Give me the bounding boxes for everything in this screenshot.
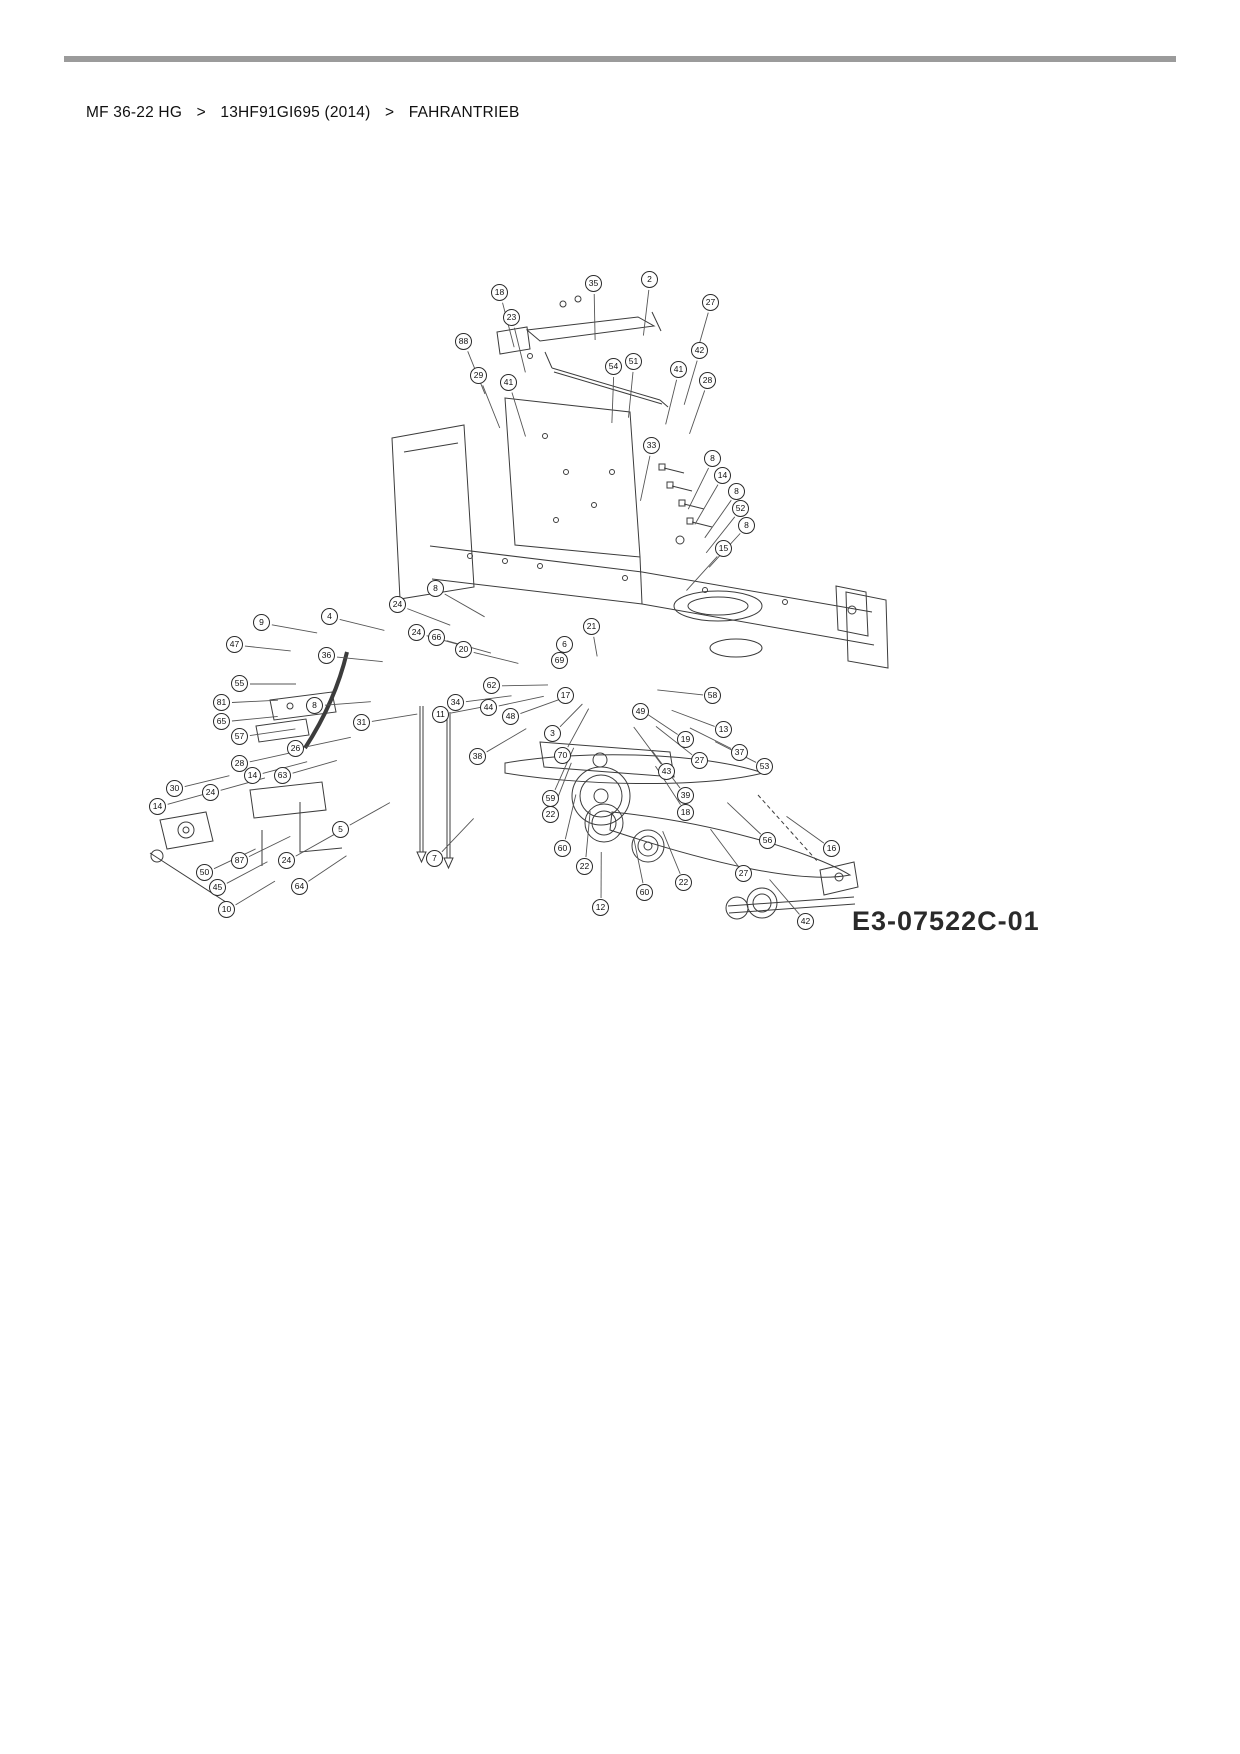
callout-22: 22 <box>675 874 692 891</box>
callout-53: 53 <box>756 758 773 775</box>
callout-66: 66 <box>428 629 445 646</box>
callout-39: 39 <box>677 787 694 804</box>
callout-11: 11 <box>432 706 449 723</box>
callout-69: 69 <box>551 652 568 669</box>
callout-43: 43 <box>658 763 675 780</box>
callout-37: 37 <box>731 744 748 761</box>
callout-8: 8 <box>738 517 755 534</box>
callout-41: 41 <box>500 374 517 391</box>
breadcrumb-separator: > <box>196 104 206 121</box>
callout-24: 24 <box>408 624 425 641</box>
callout-8: 8 <box>704 450 721 467</box>
callout-57: 57 <box>231 728 248 745</box>
callout-42: 42 <box>797 913 814 930</box>
callout-14: 14 <box>714 467 731 484</box>
callout-19: 19 <box>677 731 694 748</box>
callout-81: 81 <box>213 694 230 711</box>
callout-65: 65 <box>213 713 230 730</box>
callout-45: 45 <box>209 879 226 896</box>
callout-41: 41 <box>670 361 687 378</box>
callout-16: 16 <box>823 840 840 857</box>
diagram-code-label: E3-07522C-01 <box>852 906 1040 936</box>
callout-14: 14 <box>244 767 261 784</box>
callout-47: 47 <box>226 636 243 653</box>
callout-52: 52 <box>732 500 749 517</box>
callout-36: 36 <box>318 647 335 664</box>
callout-50: 50 <box>196 864 213 881</box>
callout-6: 6 <box>556 636 573 653</box>
callout-70: 70 <box>554 747 571 764</box>
callout-27: 27 <box>735 865 752 882</box>
callout-5: 5 <box>332 821 349 838</box>
breadcrumb: MF 36-22 HG > 13HF91GI695 (2014) > FAHRA… <box>86 104 519 122</box>
callout-7: 7 <box>426 850 443 867</box>
callout-28: 28 <box>231 755 248 772</box>
callout-44: 44 <box>480 699 497 716</box>
callout-26: 26 <box>287 740 304 757</box>
callout-27: 27 <box>691 752 708 769</box>
breadcrumb-section[interactable]: FAHRANTRIEB <box>408 104 520 121</box>
callout-62: 62 <box>483 677 500 694</box>
top-divider <box>64 56 1176 62</box>
callout-22: 22 <box>542 806 559 823</box>
callout-12: 12 <box>592 899 609 916</box>
callout-60: 60 <box>554 840 571 857</box>
callout-33: 33 <box>643 437 660 454</box>
callout-56: 56 <box>759 832 776 849</box>
callout-49: 49 <box>632 703 649 720</box>
callout-38: 38 <box>469 748 486 765</box>
callout-10: 10 <box>218 901 235 918</box>
breadcrumb-model[interactable]: MF 36-22 HG <box>86 104 183 121</box>
callout-59: 59 <box>542 790 559 807</box>
callout-14: 14 <box>149 798 166 815</box>
callout-9: 9 <box>253 614 270 631</box>
callout-48: 48 <box>502 708 519 725</box>
callout-87: 87 <box>231 852 248 869</box>
callout-54: 54 <box>605 358 622 375</box>
callout-64: 64 <box>291 878 308 895</box>
callout-29: 29 <box>470 367 487 384</box>
callout-88: 88 <box>455 333 472 350</box>
callout-24: 24 <box>389 596 406 613</box>
callout-30: 30 <box>166 780 183 797</box>
callout-leader-lines <box>167 289 825 915</box>
callout-2: 2 <box>641 271 658 288</box>
callout-21: 21 <box>583 618 600 635</box>
callout-55: 55 <box>231 675 248 692</box>
callout-60: 60 <box>636 884 653 901</box>
callout-18: 18 <box>677 804 694 821</box>
callout-13: 13 <box>715 721 732 738</box>
callout-8: 8 <box>427 580 444 597</box>
callout-18: 18 <box>491 284 508 301</box>
callout-3: 3 <box>544 725 561 742</box>
breadcrumb-serial[interactable]: 13HF91GI695 (2014) <box>220 104 371 121</box>
callout-17: 17 <box>557 687 574 704</box>
callout-63: 63 <box>274 767 291 784</box>
callout-4: 4 <box>321 608 338 625</box>
callout-35: 35 <box>585 275 602 292</box>
callout-8: 8 <box>306 697 323 714</box>
callout-15: 15 <box>715 540 732 557</box>
callout-42: 42 <box>691 342 708 359</box>
callout-24: 24 <box>202 784 219 801</box>
callout-58: 58 <box>704 687 721 704</box>
callout-34: 34 <box>447 694 464 711</box>
callout-28: 28 <box>699 372 716 389</box>
callout-51: 51 <box>625 353 642 370</box>
callout-24: 24 <box>278 852 295 869</box>
callout-8: 8 <box>728 483 745 500</box>
callout-22: 22 <box>576 858 593 875</box>
callout-31: 31 <box>353 714 370 731</box>
breadcrumb-separator: > <box>384 104 395 121</box>
callout-23: 23 <box>503 309 520 326</box>
callout-27: 27 <box>702 294 719 311</box>
callout-20: 20 <box>455 641 472 658</box>
